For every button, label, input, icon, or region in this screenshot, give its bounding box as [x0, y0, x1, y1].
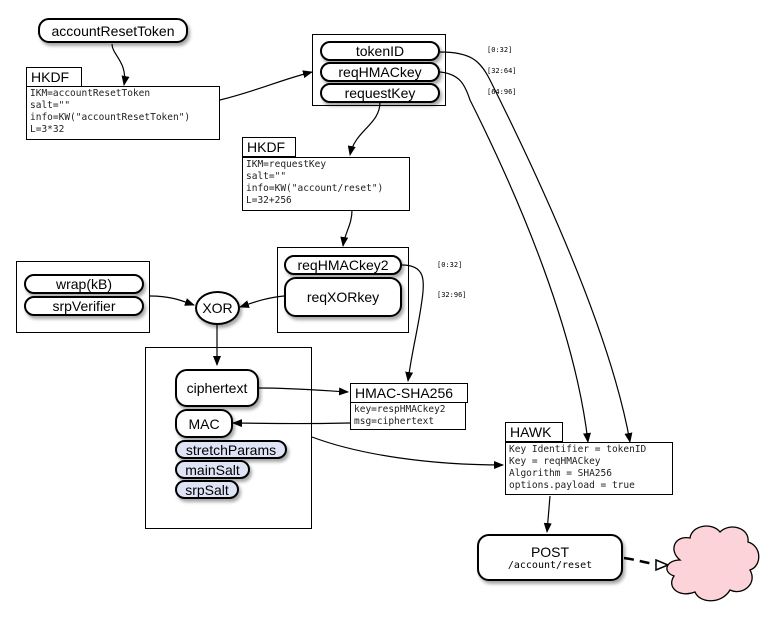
req-hmac-key2-node: reqHMACkey2 [284, 255, 402, 275]
srp-salt-node: srpSalt [175, 480, 239, 499]
range-req-hmac-key: [32:64] [487, 67, 517, 75]
edge-hkdf2-to-keybox [340, 209, 353, 247]
stretch-params-node: stretchParams [175, 440, 287, 459]
edge-hawk-to-post [543, 495, 552, 533]
hmac-title: HMAC-SHA256 [350, 383, 468, 403]
range-token-id: [0:32] [487, 46, 513, 54]
hkdf1-title: HKDF [26, 67, 82, 87]
edge-tokenid-to-hawk [439, 51, 633, 443]
edge-hkdf1-to-tokenbox [219, 70, 313, 101]
edge-post-to-cloud [623, 556, 668, 565]
edge-ciphertext-to-hmac [258, 387, 349, 396]
hkdf2-params: IKM=requestKey salt="" info=KW("account/… [242, 157, 410, 211]
hawk-title: HAWK [505, 422, 563, 442]
srp-verifier-node: srpVerifier [24, 296, 144, 316]
server-cloud [666, 525, 760, 602]
token-id-node: tokenID [320, 41, 440, 61]
req-xor-key-node: reqXORkey [284, 277, 402, 317]
edge-inputs-to-xor [149, 295, 195, 306]
req-hmac-key-node: reqHMACkey [320, 62, 440, 82]
ciphertext-node: ciphertext [175, 369, 259, 407]
mac-node: MAC [175, 409, 233, 438]
edge-requestkey-to-hkdf2 [347, 101, 381, 156]
hawk-params: Key Identifier = tokenID Key = reqHMACke… [505, 442, 673, 495]
edge-bundle-to-hawk [311, 436, 504, 469]
edge-reqxorkey-to-xor [239, 295, 285, 308]
hkdf2-title: HKDF [242, 137, 296, 157]
post-method: POST [530, 544, 570, 560]
range-req-hmac-key2: [0:32] [437, 261, 463, 269]
request-key-node: requestKey [320, 83, 440, 103]
derived-keys-frame [312, 34, 446, 106]
post-request-node: POST /account/reset [477, 534, 623, 581]
post-path: /account/reset [507, 560, 593, 571]
reset-inputs-frame [16, 261, 150, 333]
edge-reqhmackey2-to-hmac [401, 264, 424, 382]
range-request-key: [64:96] [487, 88, 517, 96]
account-reset-token-node: accountResetToken [38, 18, 188, 43]
range-req-xor-key: [32:96] [437, 291, 467, 299]
wrap-kb-node: wrap(kB) [24, 274, 144, 294]
xor-node: XOR [195, 291, 240, 325]
hkdf2-output-frame [277, 247, 409, 333]
edge-reqhmackey-to-hawk [439, 71, 591, 443]
edge-token-to-hkdf1 [111, 43, 130, 86]
hmac-params: key=respHMACkey2 msg=ciphertext [350, 402, 466, 430]
hkdf1-params: IKM=accountResetToken salt="" info=KW("a… [26, 86, 220, 140]
request-bundle-frame [145, 347, 312, 529]
main-salt-node: mainSalt [175, 460, 250, 479]
